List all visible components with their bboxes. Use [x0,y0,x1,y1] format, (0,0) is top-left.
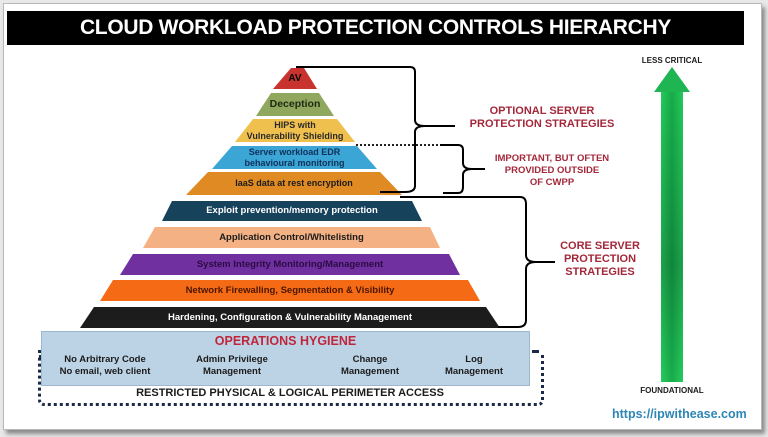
tier-deception [256,93,334,116]
core-strategies-label: CORE SERVER PROTECTION STRATEGIES [555,240,645,279]
important-line2: PROVIDED OUTSIDE [504,165,600,176]
ops-item-line1: Change [352,354,388,365]
tier-hips-line1: HIPS with [274,120,316,130]
tier-integrity [120,254,460,275]
tier-hips-line2: Vulnerability Shielding [246,130,344,141]
page-title: CLOUD WORKLOAD PROTECTION CONTROLS HIERA… [7,11,744,45]
tier-hips-label: HIPS with Vulnerability Shielding [235,120,355,141]
ops-item-line2: Management [202,366,262,377]
tier-appcontrol-label: Application Control/Whitelisting [219,232,364,243]
ops-item-line1: No Arbitrary Code [64,354,146,365]
ops-item-line2: Management [444,366,504,377]
perimeter-right-tick [532,350,538,356]
ops-item-log-management: Log Management [424,354,524,378]
less-critical-label: LESS CRITICAL [641,56,703,65]
tier-exploit-label: Exploit prevention/memory protection [206,205,378,216]
operations-hygiene-title: OPERATIONS HYGIENE [214,334,357,348]
ops-item-line2: No email, web client [59,366,151,377]
ops-item-change-management: Change Management [320,354,420,378]
tier-iaas-label: IaaS data at rest encryption [235,178,353,188]
operations-hygiene-box: OPERATIONS HYGIENE No Arbitrary Code No … [41,331,530,386]
tier-hardening [80,307,500,328]
tier-integrity-label: System Integrity Monitoring/Management [196,259,384,270]
perimeter-border [38,355,544,406]
perimeter-label: RESTRICTED PHYSICAL & LOGICAL PERIMETER … [136,387,444,399]
tier-edr [212,146,377,169]
tier-firewall [100,280,480,301]
tier-edr-line2: behavioural monitoring [244,157,345,168]
core-line2: PROTECTION [563,253,637,265]
up-arrow-icon [654,67,690,92]
bracket-core [400,196,555,328]
core-line3: STRATEGIES [565,266,635,278]
important-line1: IMPORTANT, BUT OFTEN [494,153,610,164]
optional-line1: OPTIONAL SERVER [489,105,595,117]
optional-strategies-label: OPTIONAL SERVER PROTECTION STRATEGIES [462,105,622,131]
tier-edr-label: Server workload EDR behavioural monitori… [212,147,377,168]
tier-hips [235,119,355,142]
ops-item-line1: Log [465,354,483,365]
core-line1: CORE SERVER [560,240,640,252]
tier-exploit [162,201,422,221]
important-line3: OF CWPP [529,177,575,188]
bracket-optional [296,66,455,193]
tier-firewall-label: Network Firewalling, Segmentation & Visi… [185,285,395,296]
foundational-label: FOUNDATIONAL [640,386,704,395]
important-label: IMPORTANT, BUT OFTEN PROVIDED OUTSIDE OF… [482,153,622,189]
optional-line2: PROTECTION STRATEGIES [469,118,615,130]
tier-iaas [186,172,402,195]
ops-item-line1: Admin Privilege [196,354,268,365]
source-url[interactable]: https://ipwithease.com [612,407,747,421]
tier-edr-line1: Server workload EDR [248,147,341,157]
ops-item-admin-privilege: Admin Privilege Management [182,354,282,378]
bracket-important [440,144,485,194]
tier-av-label: AV [288,73,302,84]
ops-item-arbitrary-code: No Arbitrary Code No email, web client [50,354,160,378]
ops-item-line2: Management [340,366,400,377]
title-text: CLOUD WORKLOAD PROTECTION CONTROLS HIERA… [79,16,672,39]
tier-appcontrol [143,227,440,248]
tier-deception-label: Deception [269,98,321,110]
tier-hardening-label: Hardening, Configuration & Vulnerability… [167,312,413,323]
tier-av [273,68,317,89]
